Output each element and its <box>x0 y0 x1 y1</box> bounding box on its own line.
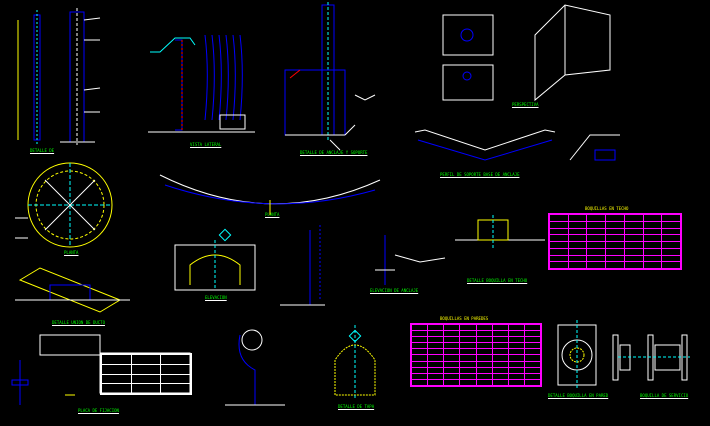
table-paredes <box>410 323 542 387</box>
perspective-box <box>442 4 611 102</box>
roof-nozzle <box>455 215 545 250</box>
caption-11: DETALLE BOQUILLA EN TECHO <box>467 278 528 283</box>
table-row <box>410 323 542 332</box>
caption-8: ELEVACION <box>205 295 227 300</box>
table-row <box>549 214 681 222</box>
table-row <box>549 227 681 236</box>
service-nozzle <box>612 334 690 381</box>
table-row <box>101 354 191 365</box>
caption-10: ELEVACION DE ANCLAJE <box>370 288 419 293</box>
post-detail <box>225 329 285 406</box>
table-row <box>101 383 191 394</box>
caption-3: DETALLE DE ANCLAJE Y SOPORTE <box>300 150 368 155</box>
caption-7: PLANTA <box>265 212 280 217</box>
table-row <box>410 378 542 387</box>
cover-detail <box>334 325 376 400</box>
table-row <box>549 254 681 263</box>
caption-14: DETALLE BOQUILLA EN PARED <box>548 393 609 398</box>
side-view <box>148 34 255 133</box>
curved-plan <box>159 174 381 215</box>
caption-15: BOQUILLA DE SERVICIO <box>640 393 689 398</box>
table-row <box>101 373 191 385</box>
table-techo <box>548 213 682 270</box>
plate-schedule-grid <box>101 354 191 394</box>
table-paredes-title: BOQUILLAS EN PAREDES <box>440 316 489 321</box>
caption-4: PERSPECTIVA <box>512 102 539 107</box>
caption-6: PLANTA <box>64 250 79 255</box>
base-profile <box>414 129 620 161</box>
table-row <box>549 234 681 242</box>
caption-13: DETALLE DE TAPA <box>338 404 375 409</box>
caption-9: DETALLE UNION DE DUCTO <box>52 320 105 325</box>
caption-5: PERFIL DE SOPORTE BASE DE ANCLAJE <box>440 172 520 177</box>
wall-nozzle <box>557 320 597 390</box>
plate-schedule-table <box>100 353 192 395</box>
caption-1: DETALLE DE <box>30 148 55 153</box>
table-paredes-grid <box>410 323 542 387</box>
table-row <box>549 261 681 269</box>
table-techo-grid <box>549 214 681 269</box>
table-techo-title: BOQUILLAS EN TECHO <box>585 206 629 211</box>
table-row <box>549 220 681 229</box>
small-details <box>280 225 446 306</box>
table-row <box>549 241 681 249</box>
wall-detail <box>15 267 130 313</box>
circular-plan <box>15 162 113 248</box>
column-elevation <box>17 8 101 145</box>
caption-12: PLACA DE FIJACION <box>78 408 119 413</box>
table-row <box>101 363 191 375</box>
elevation-bridge <box>174 228 256 291</box>
anchorage-detail <box>284 2 376 151</box>
caption-2: VISTA LATERAL <box>190 142 222 147</box>
table-row <box>549 247 681 256</box>
